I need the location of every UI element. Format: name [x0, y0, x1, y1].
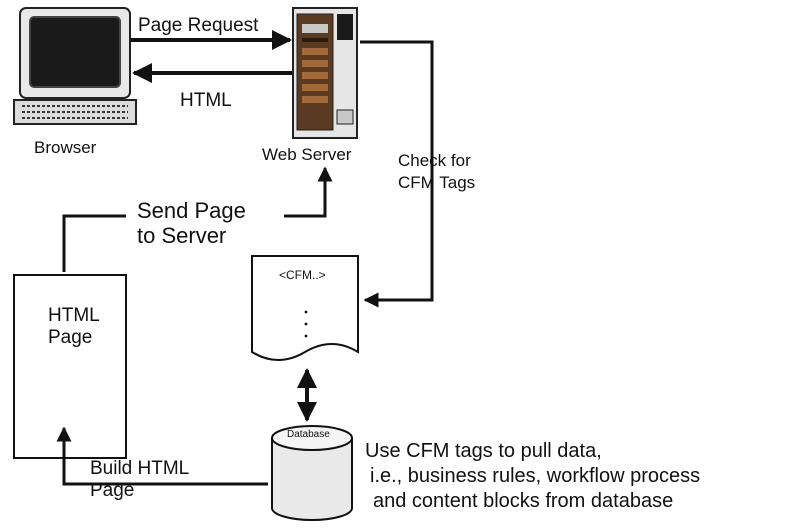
check-cfm-arrow [360, 40, 434, 308]
send-page-label: Send Page to Server [137, 198, 246, 248]
page-request-label: Page Request [138, 15, 259, 36]
check-cfm-label: Check for CFM Tags [398, 151, 476, 192]
cfm-tag-label: <CFM..> [279, 268, 326, 282]
cfm-document-ellipsis [304, 310, 308, 338]
database-note-line2: i.e., business rules, workflow process [370, 465, 701, 487]
html-page-box [13, 274, 127, 459]
computer-icon [13, 7, 137, 125]
web-server-label: Web Server [262, 145, 352, 164]
browser-label: Browser [34, 138, 97, 157]
database-icon [271, 425, 353, 521]
database-note-line1: Use CFM tags to pull data, [365, 440, 602, 462]
cfm-document-shape [251, 255, 359, 361]
html-page-label: HTML Page [48, 305, 100, 348]
database-note-line3: and content blocks from database [373, 490, 674, 512]
build-html-arrow [56, 426, 268, 486]
build-html-label: Build HTML Page [90, 458, 190, 501]
server-icon [292, 7, 358, 139]
send-page-arrow-head [284, 166, 333, 218]
send-page-arrow [62, 214, 126, 272]
database-label: Database [287, 429, 330, 440]
html-response-label: HTML [180, 90, 232, 111]
